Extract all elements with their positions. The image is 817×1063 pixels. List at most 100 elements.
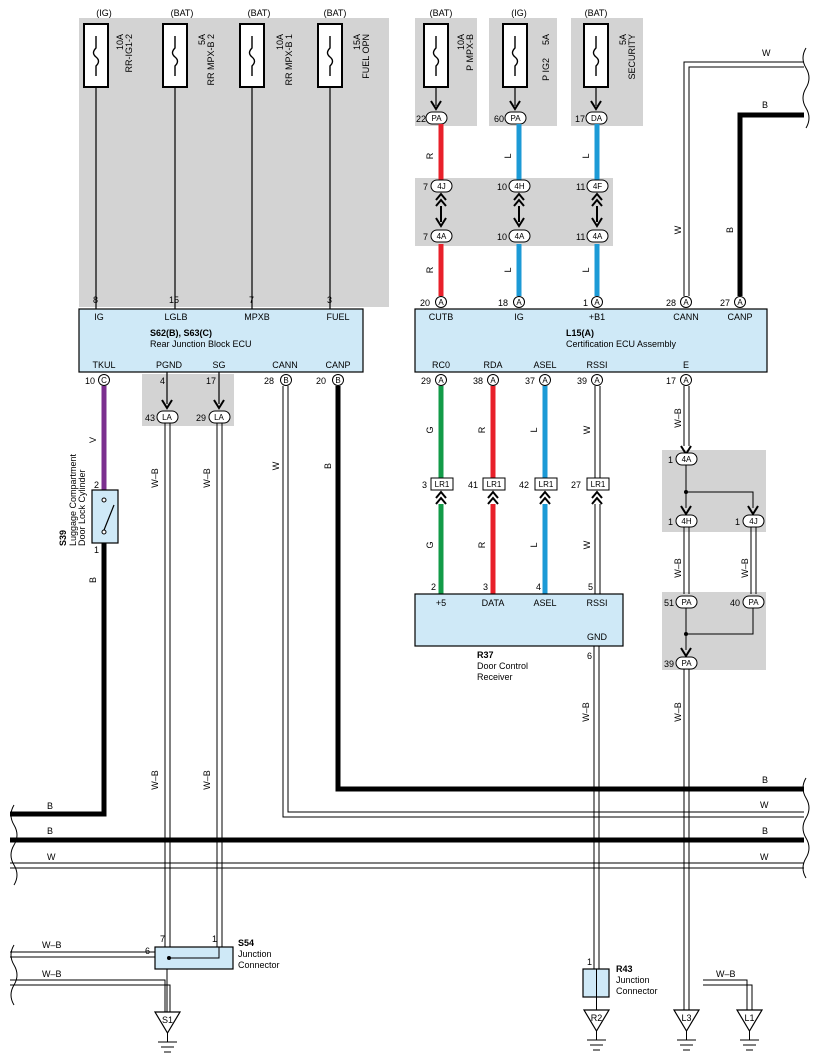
wire-label-l-1: L xyxy=(503,153,513,158)
fuse-7-symbol xyxy=(592,36,600,76)
wire-label-g-1: G xyxy=(425,426,435,433)
door-control-receiver: 2 3 4 5 +5 DATA ASEL RSSI GND 6 R37 Door… xyxy=(414,582,624,969)
fuse-3-box xyxy=(239,23,265,88)
e-arrow-pa xyxy=(680,647,692,658)
receiver-pin-4-num: 5 xyxy=(588,582,593,592)
e-branch-pa xyxy=(686,608,754,635)
cert-bot-pin-4-label: RSSI xyxy=(586,360,607,370)
fuse-5-symbol xyxy=(432,36,440,76)
wire-label-l-4: L xyxy=(581,267,591,272)
cert-top-pin-5-conn: A xyxy=(737,298,743,307)
fuse-wires-left xyxy=(95,87,331,309)
fuse-7-box xyxy=(583,23,609,88)
connector-4a-2 xyxy=(508,229,531,243)
receiver-gnd-wire xyxy=(593,646,600,969)
receiver-ref: R37 xyxy=(477,650,494,660)
arrow-da xyxy=(590,100,602,111)
fuse-1-symbol xyxy=(92,36,100,76)
fuse-7-rating: 5A xyxy=(618,34,628,45)
jb-top-pin-4-num: 3 xyxy=(327,295,332,305)
switch-wire-b-label: B xyxy=(88,577,98,583)
la-arrow-1 xyxy=(161,399,173,410)
switch-line1: Luggage Compartment xyxy=(68,453,78,546)
cert-canp-wire xyxy=(737,112,804,296)
e-wire-label-4: W–B xyxy=(673,702,683,722)
jb-canp-wire xyxy=(335,386,804,792)
switch-pin-bottom: 1 xyxy=(94,545,99,555)
fuse-3-symbol xyxy=(248,36,256,76)
jb-pin-c-circle xyxy=(98,374,110,386)
la-connector-1 xyxy=(156,410,179,424)
break-marks-right xyxy=(802,777,810,879)
fuse-2-box xyxy=(162,23,188,88)
fuse-2-supply: (BAT) xyxy=(171,8,194,18)
ground-s1-label: S1 xyxy=(162,1015,173,1025)
receiver-box xyxy=(414,593,624,647)
fuse-6-symbol xyxy=(511,36,519,76)
fuse-7-name: SECURITY xyxy=(627,34,637,80)
e-wire-mid-left xyxy=(683,527,690,594)
lr1-pin-2: 41 xyxy=(468,480,478,490)
connector-e-4j-label: 4J xyxy=(749,517,757,526)
jb-can-wires: W B B W xyxy=(271,386,804,818)
fuse-3-supply: (BAT) xyxy=(248,8,271,18)
connector-e-pa-1-label: PA xyxy=(681,598,692,607)
connector-e-4a-label: 4A xyxy=(682,455,692,464)
la-connector-2-label: LA xyxy=(214,413,224,422)
connector-4a-3-label: 4A xyxy=(593,232,603,241)
jb-bot-pin-4-num: 28 xyxy=(264,376,274,386)
connector-e-pa-2-label: PA xyxy=(748,598,759,607)
s54-wb-in-label: W–B xyxy=(42,940,62,950)
cert-bot-pin-3-conn: A xyxy=(542,376,548,385)
cert-top-pin-2-circle xyxy=(513,296,525,308)
top-right-break xyxy=(802,47,810,129)
j-arrow-4h xyxy=(513,192,525,228)
wire-label-w-1: W xyxy=(582,425,592,434)
jb-top-pin-3-label: MPXB xyxy=(244,312,270,322)
connector-e-4h xyxy=(675,514,698,528)
connector-e-4h-label: 4H xyxy=(681,517,691,526)
bus-label-w-top: W xyxy=(760,800,769,810)
certification-ecu: A 20 A 18 A 1 A 28 A 27 CUTB IG +B1 CANN… xyxy=(414,296,768,386)
wb-wire-29 xyxy=(216,423,223,949)
j2-pin-1: 7 xyxy=(423,232,428,242)
connector-lr1-1 xyxy=(430,477,454,491)
lr1-arrow-1 xyxy=(435,490,447,505)
white-wire-rssi-upper xyxy=(594,386,601,478)
violet-wire-label: V xyxy=(88,437,98,443)
jb-bot-pin-1-conn: C xyxy=(101,376,107,385)
la-pin-1: 43 xyxy=(145,413,155,423)
fuse-6-supply: (IG) xyxy=(511,8,527,18)
switch-contact-top xyxy=(101,497,107,503)
bus-b-label-right: B xyxy=(762,826,768,836)
cert-top-pin-5-label: CANP xyxy=(727,312,752,322)
wb-label-29-b: W–B xyxy=(202,770,212,790)
fuse-1-box xyxy=(83,23,109,88)
cert-top-pin-3-circle xyxy=(591,296,603,308)
cert-top-wires: R L L R L L xyxy=(425,124,600,296)
j2-pin-2: 10 xyxy=(497,232,507,242)
connector-da-label: DA xyxy=(591,114,603,123)
la-connectors: LA LA 43 29 xyxy=(145,372,231,424)
e-arrow-4j xyxy=(747,505,759,516)
receiver-gnd-label: GND xyxy=(587,632,608,642)
connector-lr1-3 xyxy=(534,477,558,491)
cert-top-pin-4-circle xyxy=(680,296,692,308)
wire-label-l-3: L xyxy=(503,267,513,272)
r43-line2: Connector xyxy=(616,986,658,996)
fuse-5-box xyxy=(423,23,449,88)
connector-pa-2-label: PA xyxy=(510,114,521,123)
jb-canp-label: B xyxy=(323,463,333,469)
arrow-pa-1 xyxy=(430,100,442,111)
lr1-arrow-4 xyxy=(591,490,603,505)
wb-label-43-a: W–B xyxy=(150,468,160,488)
switch-wire-b-label-2: B xyxy=(47,801,53,811)
cert-bot-pin-2-conn: A xyxy=(490,376,496,385)
connector-e-4a-pin: 1 xyxy=(668,455,673,465)
r43-line1: Junction xyxy=(616,975,650,985)
jb-bot-pin-1-label: TKUL xyxy=(92,360,115,370)
jb-cann-wire xyxy=(282,386,804,818)
ground-l1-lines xyxy=(740,1031,759,1051)
ground-r2-lines xyxy=(587,1031,606,1051)
jb-bot-pin-3-label: SG xyxy=(212,360,225,370)
